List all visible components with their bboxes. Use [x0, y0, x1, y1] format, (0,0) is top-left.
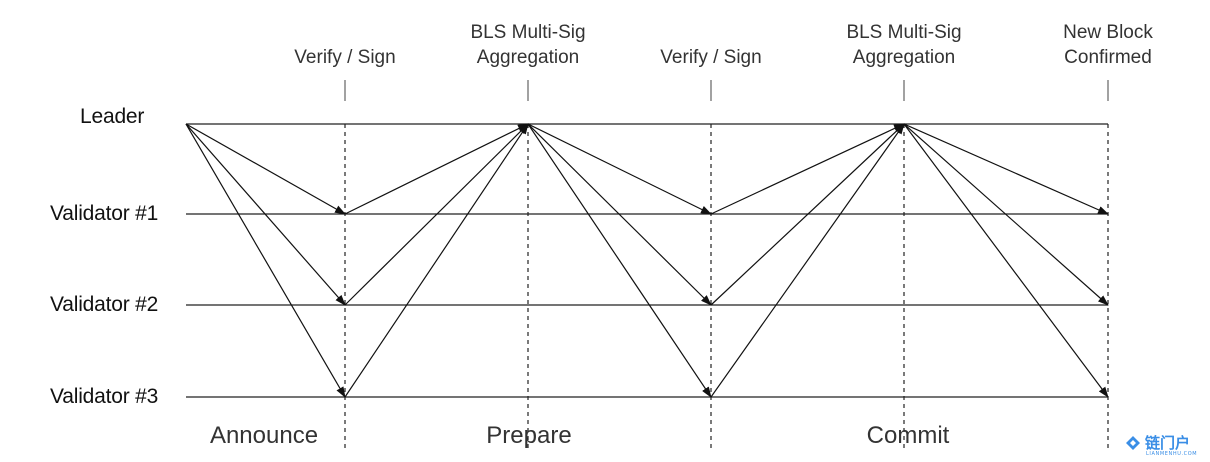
role-lanes — [186, 123, 1108, 398]
stage-lines — [344, 80, 1109, 448]
stage-label-bls-aggregation-1-line-2: Aggregation — [477, 47, 579, 68]
message-arrow — [344, 123, 529, 306]
watermark-logo: 链门户 LIANMENHU.COM — [1126, 434, 1197, 457]
role-label-validator-3: Validator #3 — [50, 385, 158, 408]
message-arrow — [710, 123, 905, 215]
stage-label-bls-aggregation-2-line-2: Aggregation — [853, 47, 955, 68]
stage-label-bls-aggregation-2-line-1: BLS Multi-Sig — [846, 22, 961, 43]
chain-logo-icon — [1126, 436, 1140, 450]
stage-label-verify-sign-2-line-1: Verify / Sign — [660, 47, 761, 68]
phase-label-prepare: Prepare — [486, 422, 571, 449]
role-label-leader: Leader — [80, 105, 144, 128]
watermark-subtext: LIANMENHU.COM — [1146, 451, 1197, 457]
message-arrow — [903, 123, 1109, 215]
watermark-text: 链门户 — [1145, 434, 1190, 452]
message-arrows — [185, 123, 1109, 398]
message-arrow — [185, 123, 346, 215]
message-arrow — [344, 123, 529, 215]
message-arrow — [344, 123, 529, 398]
phase-label-commit: Commit — [867, 422, 950, 449]
role-label-validator-2: Validator #2 — [50, 293, 158, 316]
phase-label-announce: Announce — [210, 422, 318, 449]
message-arrow — [710, 123, 905, 306]
message-arrow — [527, 123, 712, 215]
role-label-validator-1: Validator #1 — [50, 202, 158, 225]
message-arrow — [527, 123, 712, 306]
message-arrow — [903, 123, 1109, 306]
message-arrow — [185, 123, 346, 398]
message-arrow — [527, 123, 712, 398]
stage-label-new-block-confirmed-line-1: New Block — [1063, 22, 1153, 43]
stage-label-verify-sign-1-line-1: Verify / Sign — [294, 47, 395, 68]
message-arrow — [903, 123, 1109, 398]
phase-labels: Announce Prepare Commit — [210, 422, 950, 449]
message-arrow — [185, 123, 346, 306]
stage-label-bls-aggregation-1-line-1: BLS Multi-Sig — [470, 22, 585, 43]
stage-label-new-block-confirmed-line-2: Confirmed — [1064, 47, 1152, 68]
message-arrow — [710, 123, 905, 398]
